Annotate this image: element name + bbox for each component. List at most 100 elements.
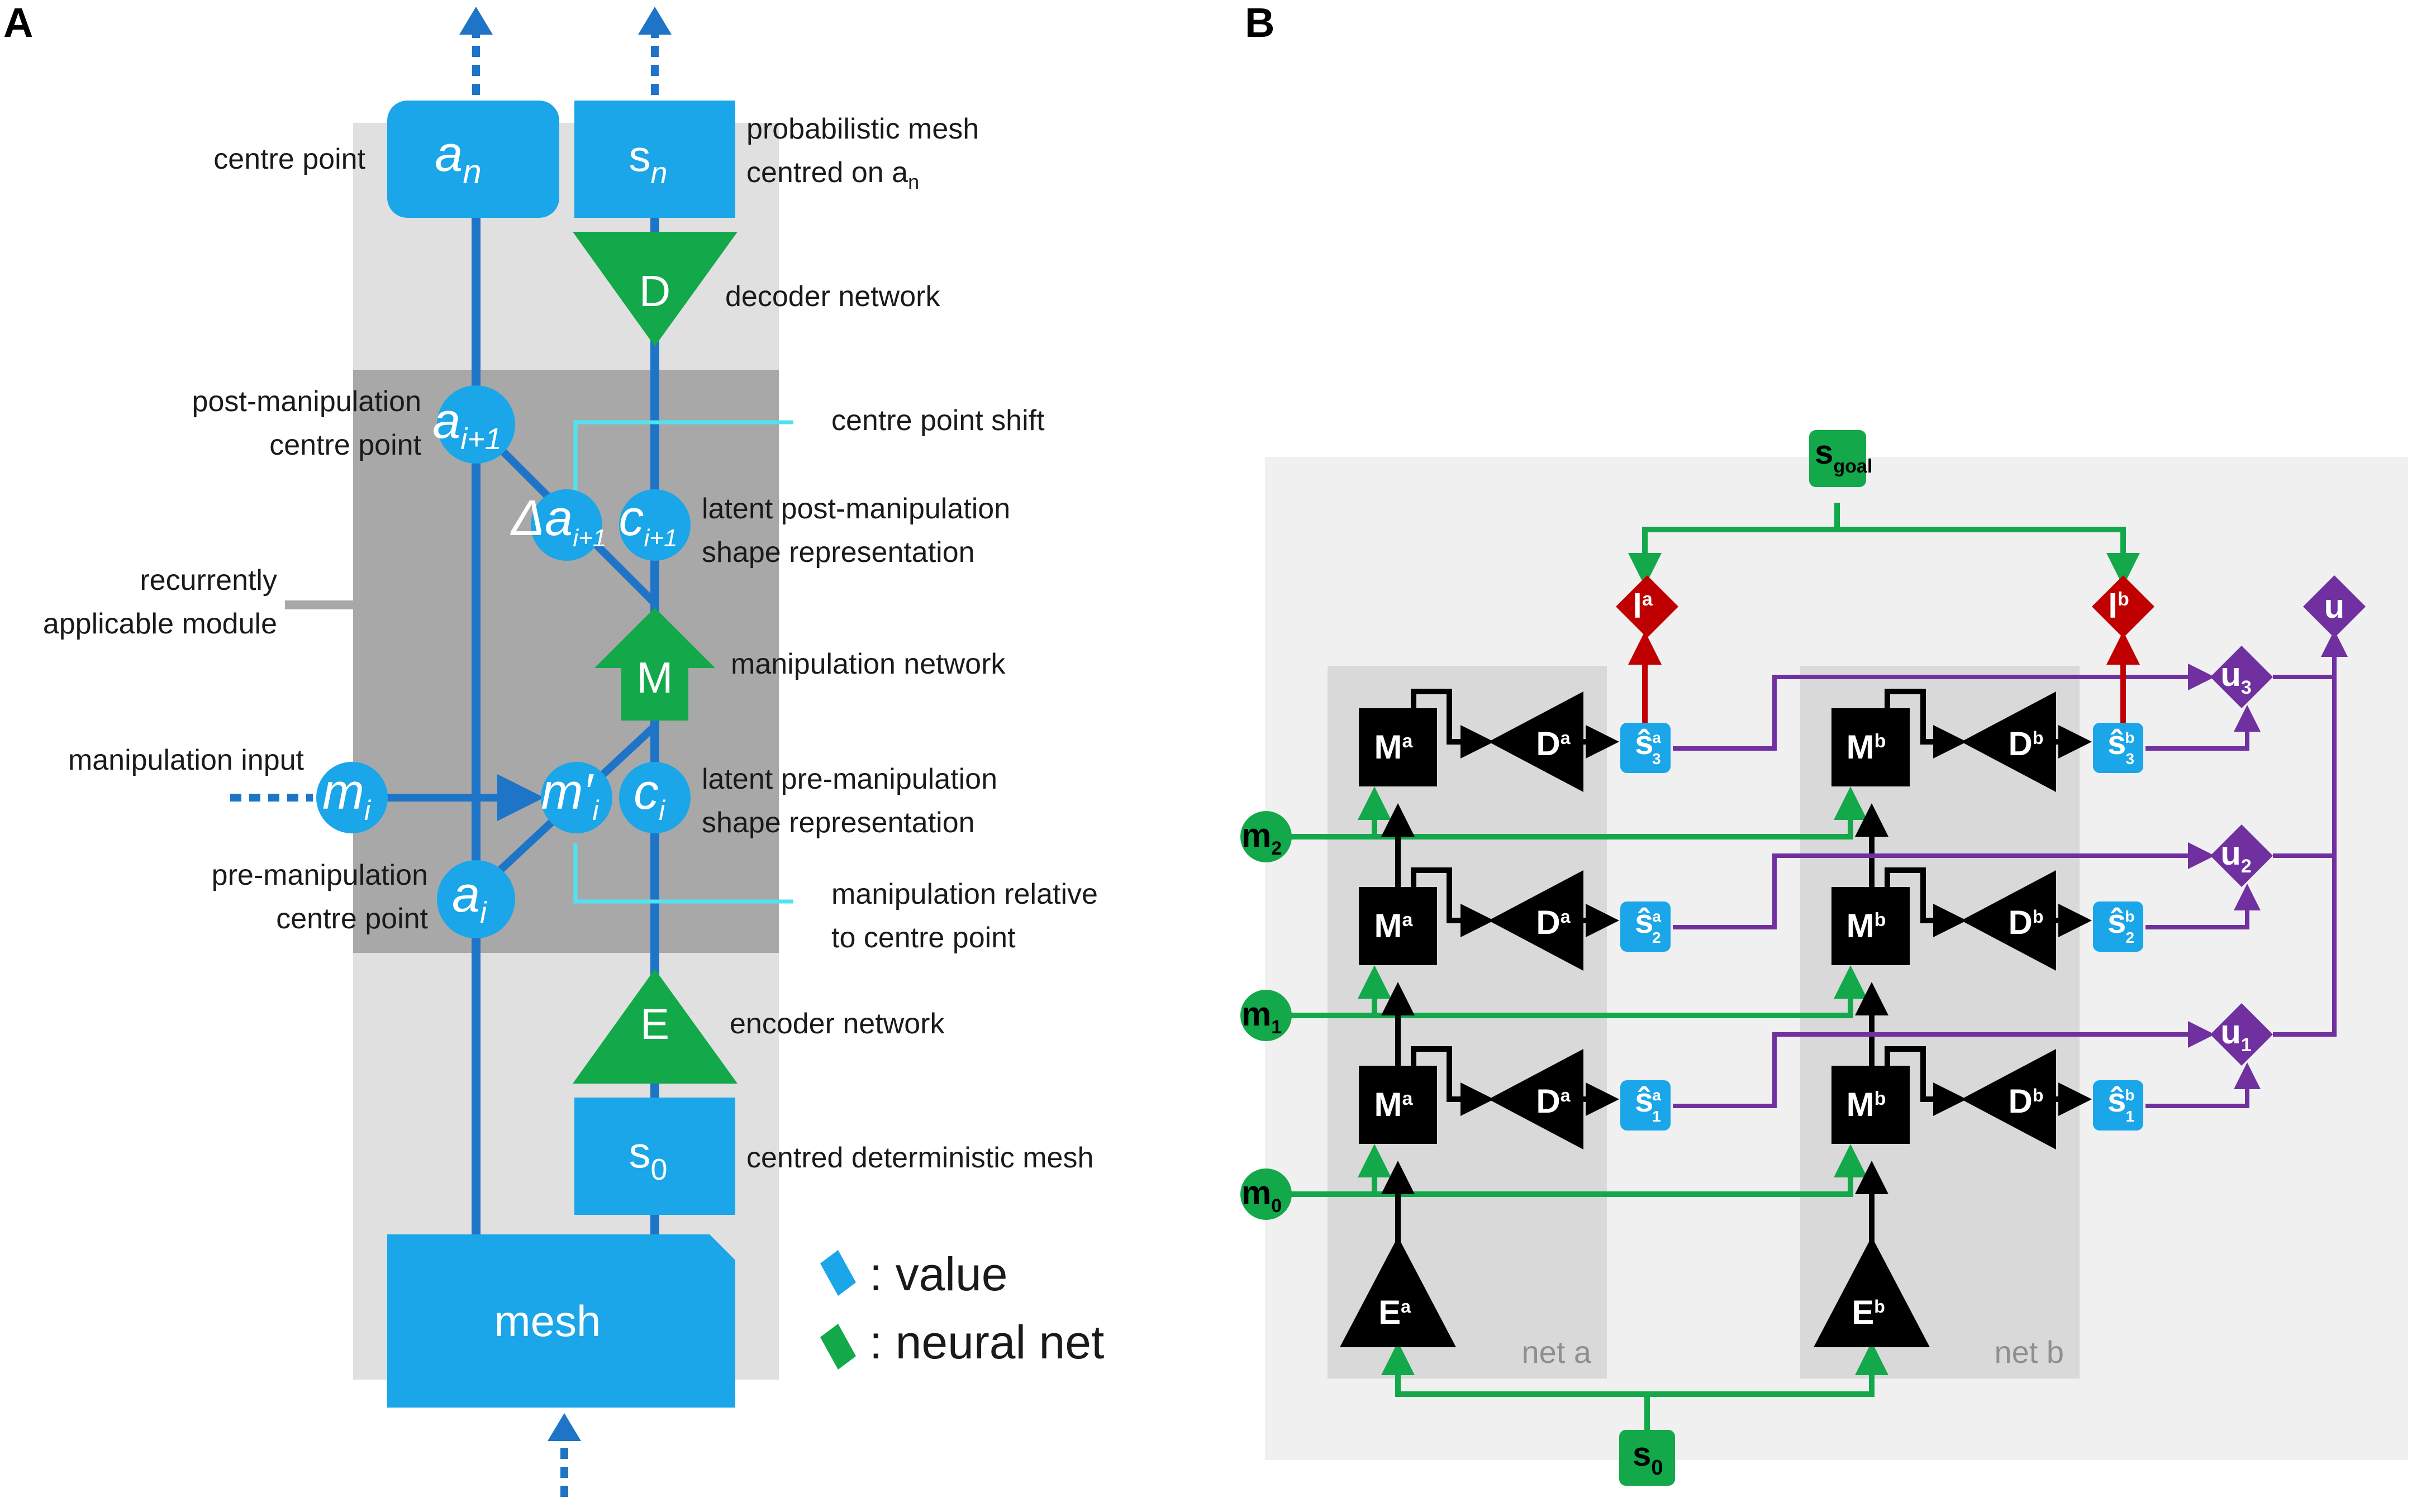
arrowhead-up-a [459, 7, 493, 35]
legend-net-swatch [820, 1324, 856, 1370]
manipulation-network-shape [594, 608, 715, 721]
label-latent-post-1: latent post-manipulation [702, 493, 1010, 525]
da-1-trapezoid [1488, 1049, 1583, 1149]
u1-node: u1 [2210, 1003, 2273, 1066]
db-3-trapezoid [1961, 691, 2056, 792]
delta-a-label: Δai+1 [510, 490, 606, 552]
label-manipulation-network: manipulation network [731, 648, 1006, 680]
c-i1-label: ci+1 [619, 490, 678, 552]
loss-a-label: la [1633, 588, 1653, 625]
u2-node: u2 [2210, 824, 2273, 887]
m-prime-circle [541, 762, 612, 833]
sn-label: sn [629, 131, 667, 190]
label-pre-manip-1: pre-manipulation [212, 859, 428, 891]
m2-label: m2 [1241, 817, 1282, 859]
decoder-triangle [573, 232, 738, 346]
m0-circle [1240, 1168, 1292, 1220]
an-label: an [435, 126, 481, 190]
arrowhead-up-mesh [548, 1413, 581, 1441]
shat-a1-box [1620, 1080, 1671, 1131]
goal-to-lb-line [1837, 527, 2140, 586]
u2-diamond [2210, 824, 2273, 887]
label-manip-rel-2: to centre point [831, 922, 1016, 954]
m2-node: m2 [1240, 811, 1292, 862]
ea-triangle [1340, 1237, 1456, 1347]
purple-lines [1673, 630, 2348, 1108]
a-i1-circle [437, 385, 515, 464]
mb-2-label: Mb [1847, 907, 1886, 945]
decoder-label: D [639, 266, 670, 316]
eb-label: Eb [1852, 1294, 1885, 1331]
manip-relative-callout [573, 843, 793, 904]
label-centred-det-mesh: centred deterministic mesh [746, 1142, 1093, 1174]
shat-b3-box [2093, 723, 2143, 773]
m0-label: m0 [1241, 1174, 1282, 1217]
label-manipulation-input: manipulation input [68, 744, 305, 776]
mb-1-label: Mb [1847, 1086, 1886, 1123]
legend-net-label: : neural net [869, 1316, 1104, 1368]
arrowhead-up-s [638, 7, 672, 35]
s0-to-ea-line [1381, 1342, 1650, 1430]
loss-b-label: lb [2108, 588, 2129, 625]
centre-point-an-box [387, 101, 559, 218]
m1-label: m1 [1241, 995, 1282, 1038]
da-2-label: Da [1536, 904, 1570, 941]
label-manip-rel-1: manipulation relative [831, 878, 1098, 910]
label-recurrent-2: applicable module [43, 608, 277, 640]
da-3-trapezoid [1488, 691, 1583, 792]
mb-2-box [1831, 887, 1910, 965]
label-centre-point: centre point [213, 143, 365, 175]
s0-label-b: s0 [1633, 1435, 1663, 1480]
m0-line [1291, 1144, 1867, 1197]
s0-to-eb-line [1647, 1342, 1888, 1397]
s0-box [574, 1098, 735, 1215]
m-input-lines [1291, 786, 1867, 1197]
m-i-label: mi [322, 764, 372, 826]
label-post-manip-2: centre point [269, 429, 421, 461]
loss-a-diamond [1616, 575, 1678, 638]
label-prob-mesh-2: centred on an [746, 156, 919, 193]
m-prime-label: m′i [541, 764, 600, 826]
u1-diamond [2210, 1003, 2273, 1066]
db-1-label: Db [2009, 1082, 2044, 1120]
u-diamond [2303, 575, 2366, 638]
label-post-manip-1: post-manipulation [192, 385, 421, 418]
m2-line [1291, 786, 1867, 840]
ma-3-label: Ma [1374, 728, 1414, 766]
label-decoder-network: decoder network [725, 280, 940, 313]
db-2-label: Db [2009, 904, 2044, 941]
manip-label: M [637, 653, 673, 702]
s-goal-label: sgoal [1815, 433, 1872, 477]
mb-3-label: Mb [1847, 728, 1886, 766]
m1-line [1291, 965, 1867, 1018]
legend-value-label: : value [869, 1248, 1008, 1300]
net-b-label: net b [1994, 1334, 2064, 1370]
s-goal-box [1809, 430, 1866, 487]
label-pre-manip-2: centre point [276, 903, 428, 935]
ea-label: Ea [1378, 1294, 1411, 1331]
net-a-black-lines [1381, 689, 1619, 1301]
u3-node: u3 [2210, 646, 2273, 708]
goal-to-la-line [1628, 503, 1840, 586]
label-centre-shift: centre point shift [831, 404, 1045, 437]
u3-label: u3 [2220, 656, 2252, 698]
label-latent-pre-1: latent pre-manipulation [702, 763, 997, 795]
label-encoder-network: encoder network [730, 1008, 945, 1040]
ma-2-box [1359, 887, 1437, 965]
s0-label: s0 [629, 1128, 667, 1186]
panel-a: A an sn D ai+1 Δa [3, 0, 1104, 1497]
net-a-label: net a [1521, 1334, 1591, 1370]
label-latent-post-2: shape representation [702, 536, 975, 569]
